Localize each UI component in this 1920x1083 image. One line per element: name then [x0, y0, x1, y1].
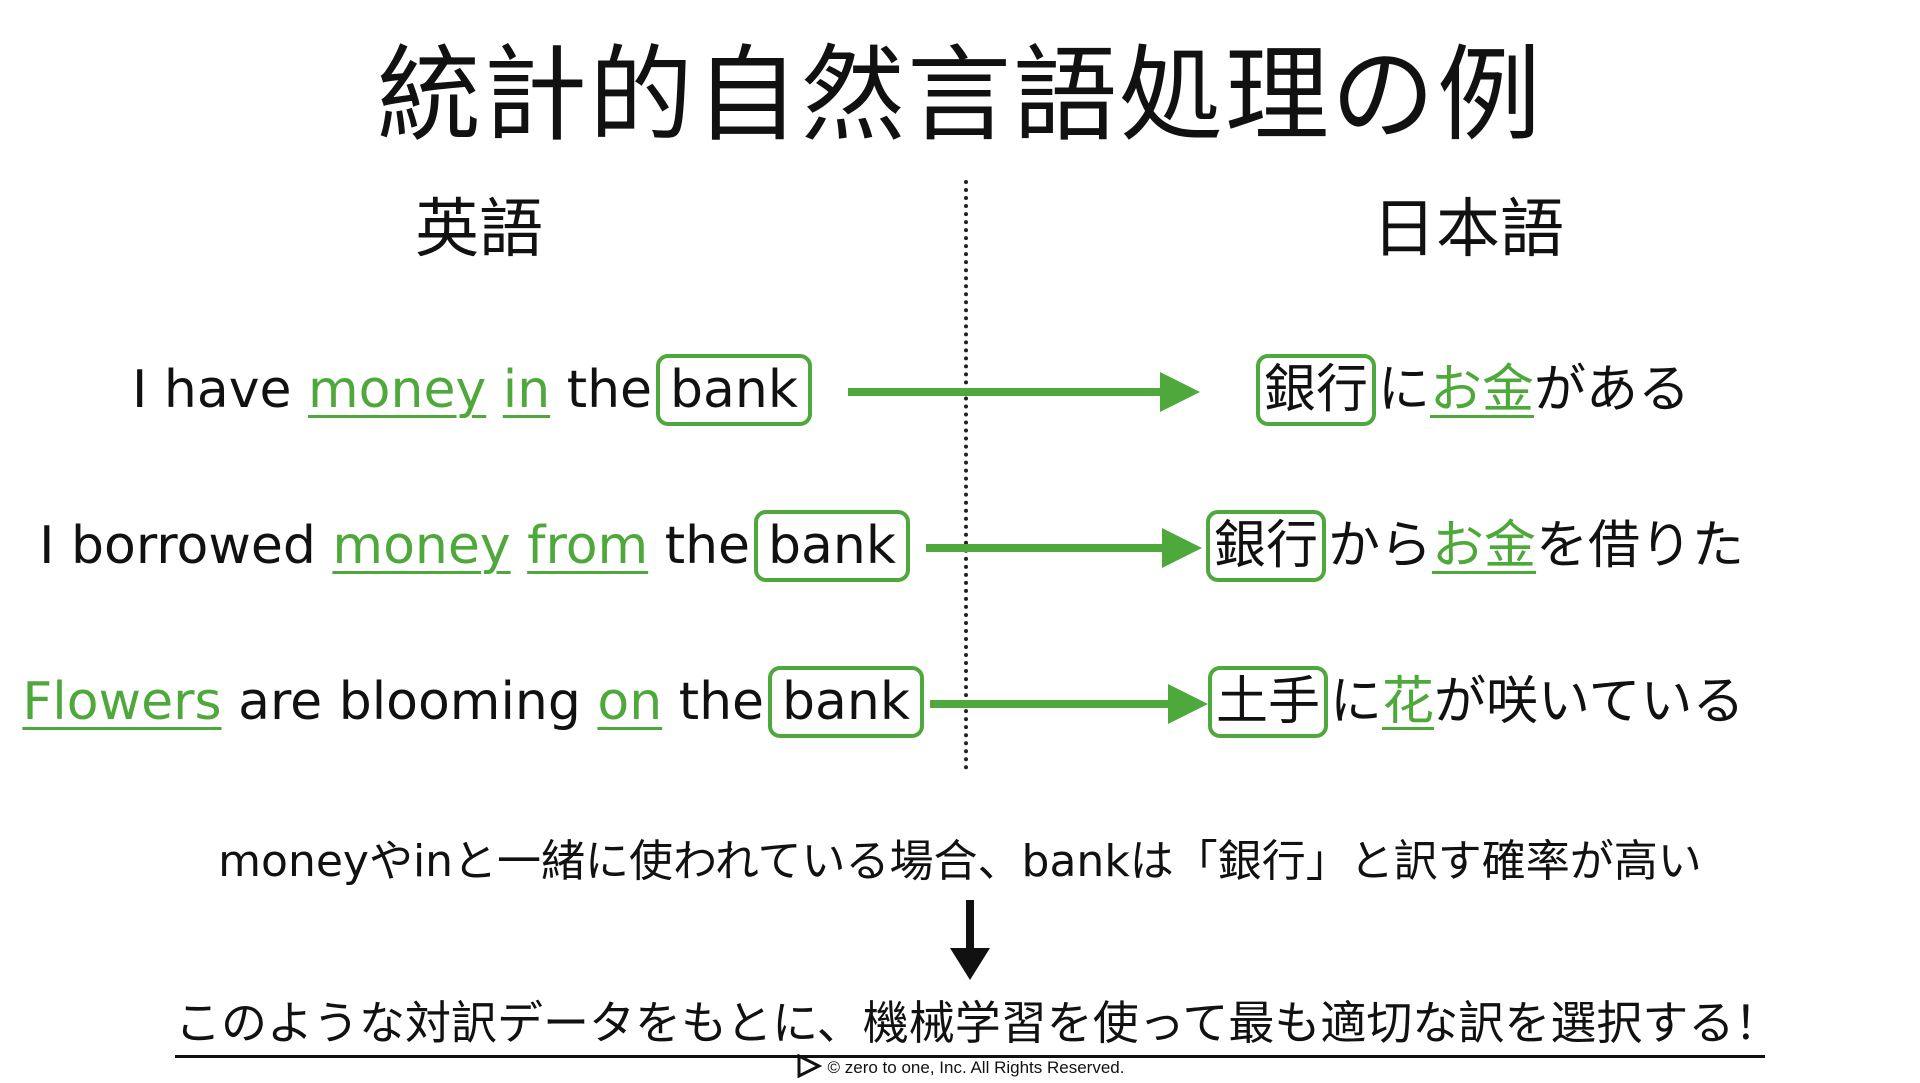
page-title: 統計的自然言語処理の例	[376, 34, 1543, 156]
highlighted-word: on	[597, 672, 663, 732]
highlighted-word: in	[502, 360, 551, 420]
boxed-keyword: 銀行	[1206, 510, 1327, 582]
highlighted-word: お金	[1432, 516, 1537, 576]
sentence-text: が咲いている	[1434, 672, 1745, 732]
play-logo-icon	[796, 1053, 822, 1083]
boxed-keyword: 銀行	[1256, 354, 1377, 426]
japanese-sentence-2: 銀行からお金を借りた	[1206, 508, 1744, 584]
sentence-text: are blooming	[221, 672, 598, 732]
footer: © zero to one, Inc. All Rights Reserved.	[0, 1053, 1920, 1083]
sentence-text: を借りた	[1536, 516, 1745, 576]
highlighted-word: from	[527, 516, 649, 576]
highlighted-word: 花	[1382, 672, 1435, 732]
sentence-text: に	[1330, 672, 1383, 732]
translation-arrow-2	[926, 528, 1202, 568]
highlighted-word: Flowers	[22, 672, 222, 732]
sentence-text: I have	[132, 360, 309, 420]
translation-arrow-3	[930, 684, 1208, 724]
japanese-heading: 日本語	[1372, 193, 1564, 267]
boxed-keyword: bank	[754, 510, 910, 582]
highlighted-word: money	[308, 360, 487, 420]
boxed-keyword: bank	[656, 354, 812, 426]
center-dotted-divider	[964, 180, 968, 770]
sentence-text: I borrowed	[39, 516, 333, 576]
copyright-text: © zero to one, Inc. All Rights Reserved.	[827, 1057, 1125, 1077]
japanese-sentence-3: 土手に花が咲いている	[1208, 664, 1745, 740]
sentence-text: the	[662, 672, 765, 732]
sentence-text: the	[550, 360, 653, 420]
sentence-text	[486, 352, 503, 428]
highlighted-word: お金	[1430, 360, 1535, 420]
sentence-text	[511, 508, 528, 584]
sentence-text: から	[1328, 516, 1433, 576]
highlighted-word: money	[332, 516, 511, 576]
boxed-keyword: 土手	[1208, 666, 1329, 738]
english-heading: 英語	[415, 193, 543, 267]
conclusion-text: このような対訳データをもとに、機械学習を使って最も適切な訳を選択する！	[175, 995, 1780, 1058]
sentence-text: に	[1378, 360, 1431, 420]
sentence-text: がある	[1534, 360, 1691, 420]
translation-arrow-1	[848, 372, 1200, 412]
sentence-text: the	[648, 516, 751, 576]
down-arrow-icon	[950, 900, 990, 980]
boxed-keyword: bank	[768, 666, 924, 738]
japanese-sentence-1: 銀行にお金がある	[1256, 352, 1690, 428]
probability-note: moneyやinと一緒に使われている場合、bankは「銀行」と訳す確率が高い	[218, 836, 1702, 887]
